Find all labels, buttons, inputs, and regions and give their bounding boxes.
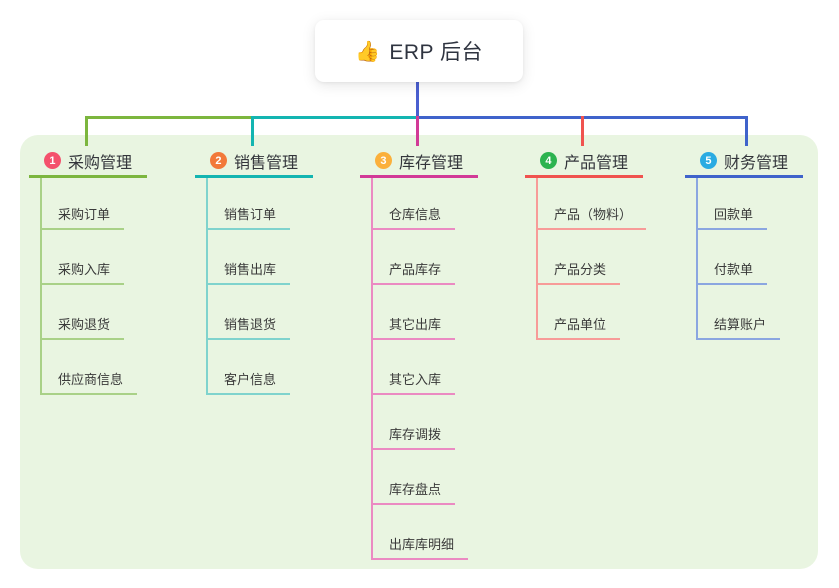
child-node-label: 付款单 (714, 262, 754, 277)
child-node[interactable]: 出库库明细 (371, 505, 469, 560)
branch-child-connector (536, 178, 538, 340)
trunk-line-green (85, 116, 254, 119)
child-node-label: 其它出库 (389, 317, 442, 332)
branch-children: 销售订单 销售出库 销售退货 客户信息 (206, 178, 291, 395)
branch-number-badge: 5 (699, 152, 717, 169)
branch-number-badge: 4 (539, 152, 557, 169)
branch-number-badge: 1 (43, 152, 61, 169)
child-node-label: 产品库存 (389, 262, 442, 277)
branch-elbow-purchase (85, 116, 88, 146)
child-node-label: 采购入库 (58, 262, 111, 277)
branch-purchase: 1 采购管理 采购订单 采购入库 采购退货 供应商信息 (29, 146, 147, 395)
child-node[interactable]: 产品（物料） (536, 178, 647, 230)
child-node-label: 产品分类 (554, 262, 607, 277)
child-node-label: 其它入库 (389, 372, 442, 387)
branch-title-label: 财务管理 (723, 154, 788, 172)
branch-title-label: 销售管理 (233, 154, 298, 172)
child-node[interactable]: 销售订单 (206, 178, 291, 230)
child-node[interactable]: 仓库信息 (371, 178, 456, 230)
child-node[interactable]: 销售出库 (206, 230, 291, 285)
child-node-label: 库存调拨 (389, 427, 442, 442)
child-node-label: 产品单位 (554, 317, 607, 332)
branch-title-purchase[interactable]: 1 采购管理 (29, 146, 147, 178)
branch-finance: 5 财务管理 回款单 付款单 结算账户 (685, 146, 803, 340)
child-node[interactable]: 回款单 (696, 178, 768, 230)
branch-number-badge: 3 (374, 152, 392, 169)
child-node-label: 库存盘点 (389, 482, 442, 497)
branch-product: 4 产品管理 产品（物料） 产品分类 产品单位 (525, 146, 647, 340)
branch-child-connector (371, 178, 373, 560)
branch-children: 仓库信息 产品库存 其它出库 其它入库 库存调拨 库存盘点 出库库明细 (371, 178, 469, 560)
child-node[interactable]: 客户信息 (206, 340, 291, 395)
child-node-label: 仓库信息 (389, 207, 442, 222)
child-node[interactable]: 产品单位 (536, 285, 621, 340)
branch-elbow-sales (251, 116, 254, 146)
child-node-label: 产品（物料） (554, 207, 633, 222)
child-node[interactable]: 采购入库 (40, 230, 125, 285)
child-node-label: 客户信息 (224, 372, 277, 387)
child-node[interactable]: 其它入库 (371, 340, 456, 395)
branch-elbow-finance (745, 116, 748, 146)
branch-elbow-product (581, 116, 584, 146)
branch-title-inventory[interactable]: 3 库存管理 (360, 146, 478, 178)
branch-children: 回款单 付款单 结算账户 (696, 178, 781, 340)
child-node[interactable]: 采购退货 (40, 285, 125, 340)
child-node[interactable]: 结算账户 (696, 285, 781, 340)
branch-child-connector (696, 178, 698, 340)
child-node[interactable]: 付款单 (696, 230, 768, 285)
thumbs-up-icon: 👍 (354, 40, 381, 63)
trunk-line-teal (254, 116, 418, 119)
child-node-label: 采购退货 (58, 317, 111, 332)
child-node-label: 出库库明细 (389, 537, 455, 552)
child-node[interactable]: 产品分类 (536, 230, 621, 285)
child-node-label: 采购订单 (58, 207, 111, 222)
branch-title-sales[interactable]: 2 销售管理 (195, 146, 313, 178)
branch-title-product[interactable]: 4 产品管理 (525, 146, 643, 178)
branch-children: 产品（物料） 产品分类 产品单位 (536, 178, 647, 340)
branch-title-label: 采购管理 (67, 154, 132, 172)
root-node-label: ERP 后台 (389, 41, 484, 64)
root-node[interactable]: 👍 ERP 后台 (315, 20, 523, 82)
branch-child-connector (40, 178, 42, 395)
child-node[interactable]: 供应商信息 (40, 340, 138, 395)
branch-title-finance[interactable]: 5 财务管理 (685, 146, 803, 178)
branch-child-connector (206, 178, 208, 395)
child-node[interactable]: 销售退货 (206, 285, 291, 340)
child-node[interactable]: 库存调拨 (371, 395, 456, 450)
branch-inventory: 3 库存管理 仓库信息 产品库存 其它出库 其它入库 库存调拨 库存盘点 出库库… (360, 146, 478, 560)
branch-sales: 2 销售管理 销售订单 销售出库 销售退货 客户信息 (195, 146, 313, 395)
child-node[interactable]: 其它出库 (371, 285, 456, 340)
child-node-label: 销售出库 (224, 262, 277, 277)
child-node-label: 销售订单 (224, 207, 277, 222)
branch-title-label: 产品管理 (563, 154, 628, 172)
branch-elbow-inventory (416, 116, 419, 146)
child-node-label: 结算账户 (714, 317, 767, 332)
child-node[interactable]: 产品库存 (371, 230, 456, 285)
branch-children: 采购订单 采购入库 采购退货 供应商信息 (40, 178, 138, 395)
branch-title-label: 库存管理 (398, 154, 463, 172)
child-node[interactable]: 库存盘点 (371, 450, 456, 505)
child-node-label: 供应商信息 (58, 372, 124, 387)
branch-number-badge: 2 (209, 152, 227, 169)
child-node[interactable]: 采购订单 (40, 178, 125, 230)
child-node-label: 回款单 (714, 207, 754, 222)
child-node-label: 销售退货 (224, 317, 277, 332)
mindmap-background-panel (20, 135, 818, 569)
root-connector-line (416, 82, 419, 116)
